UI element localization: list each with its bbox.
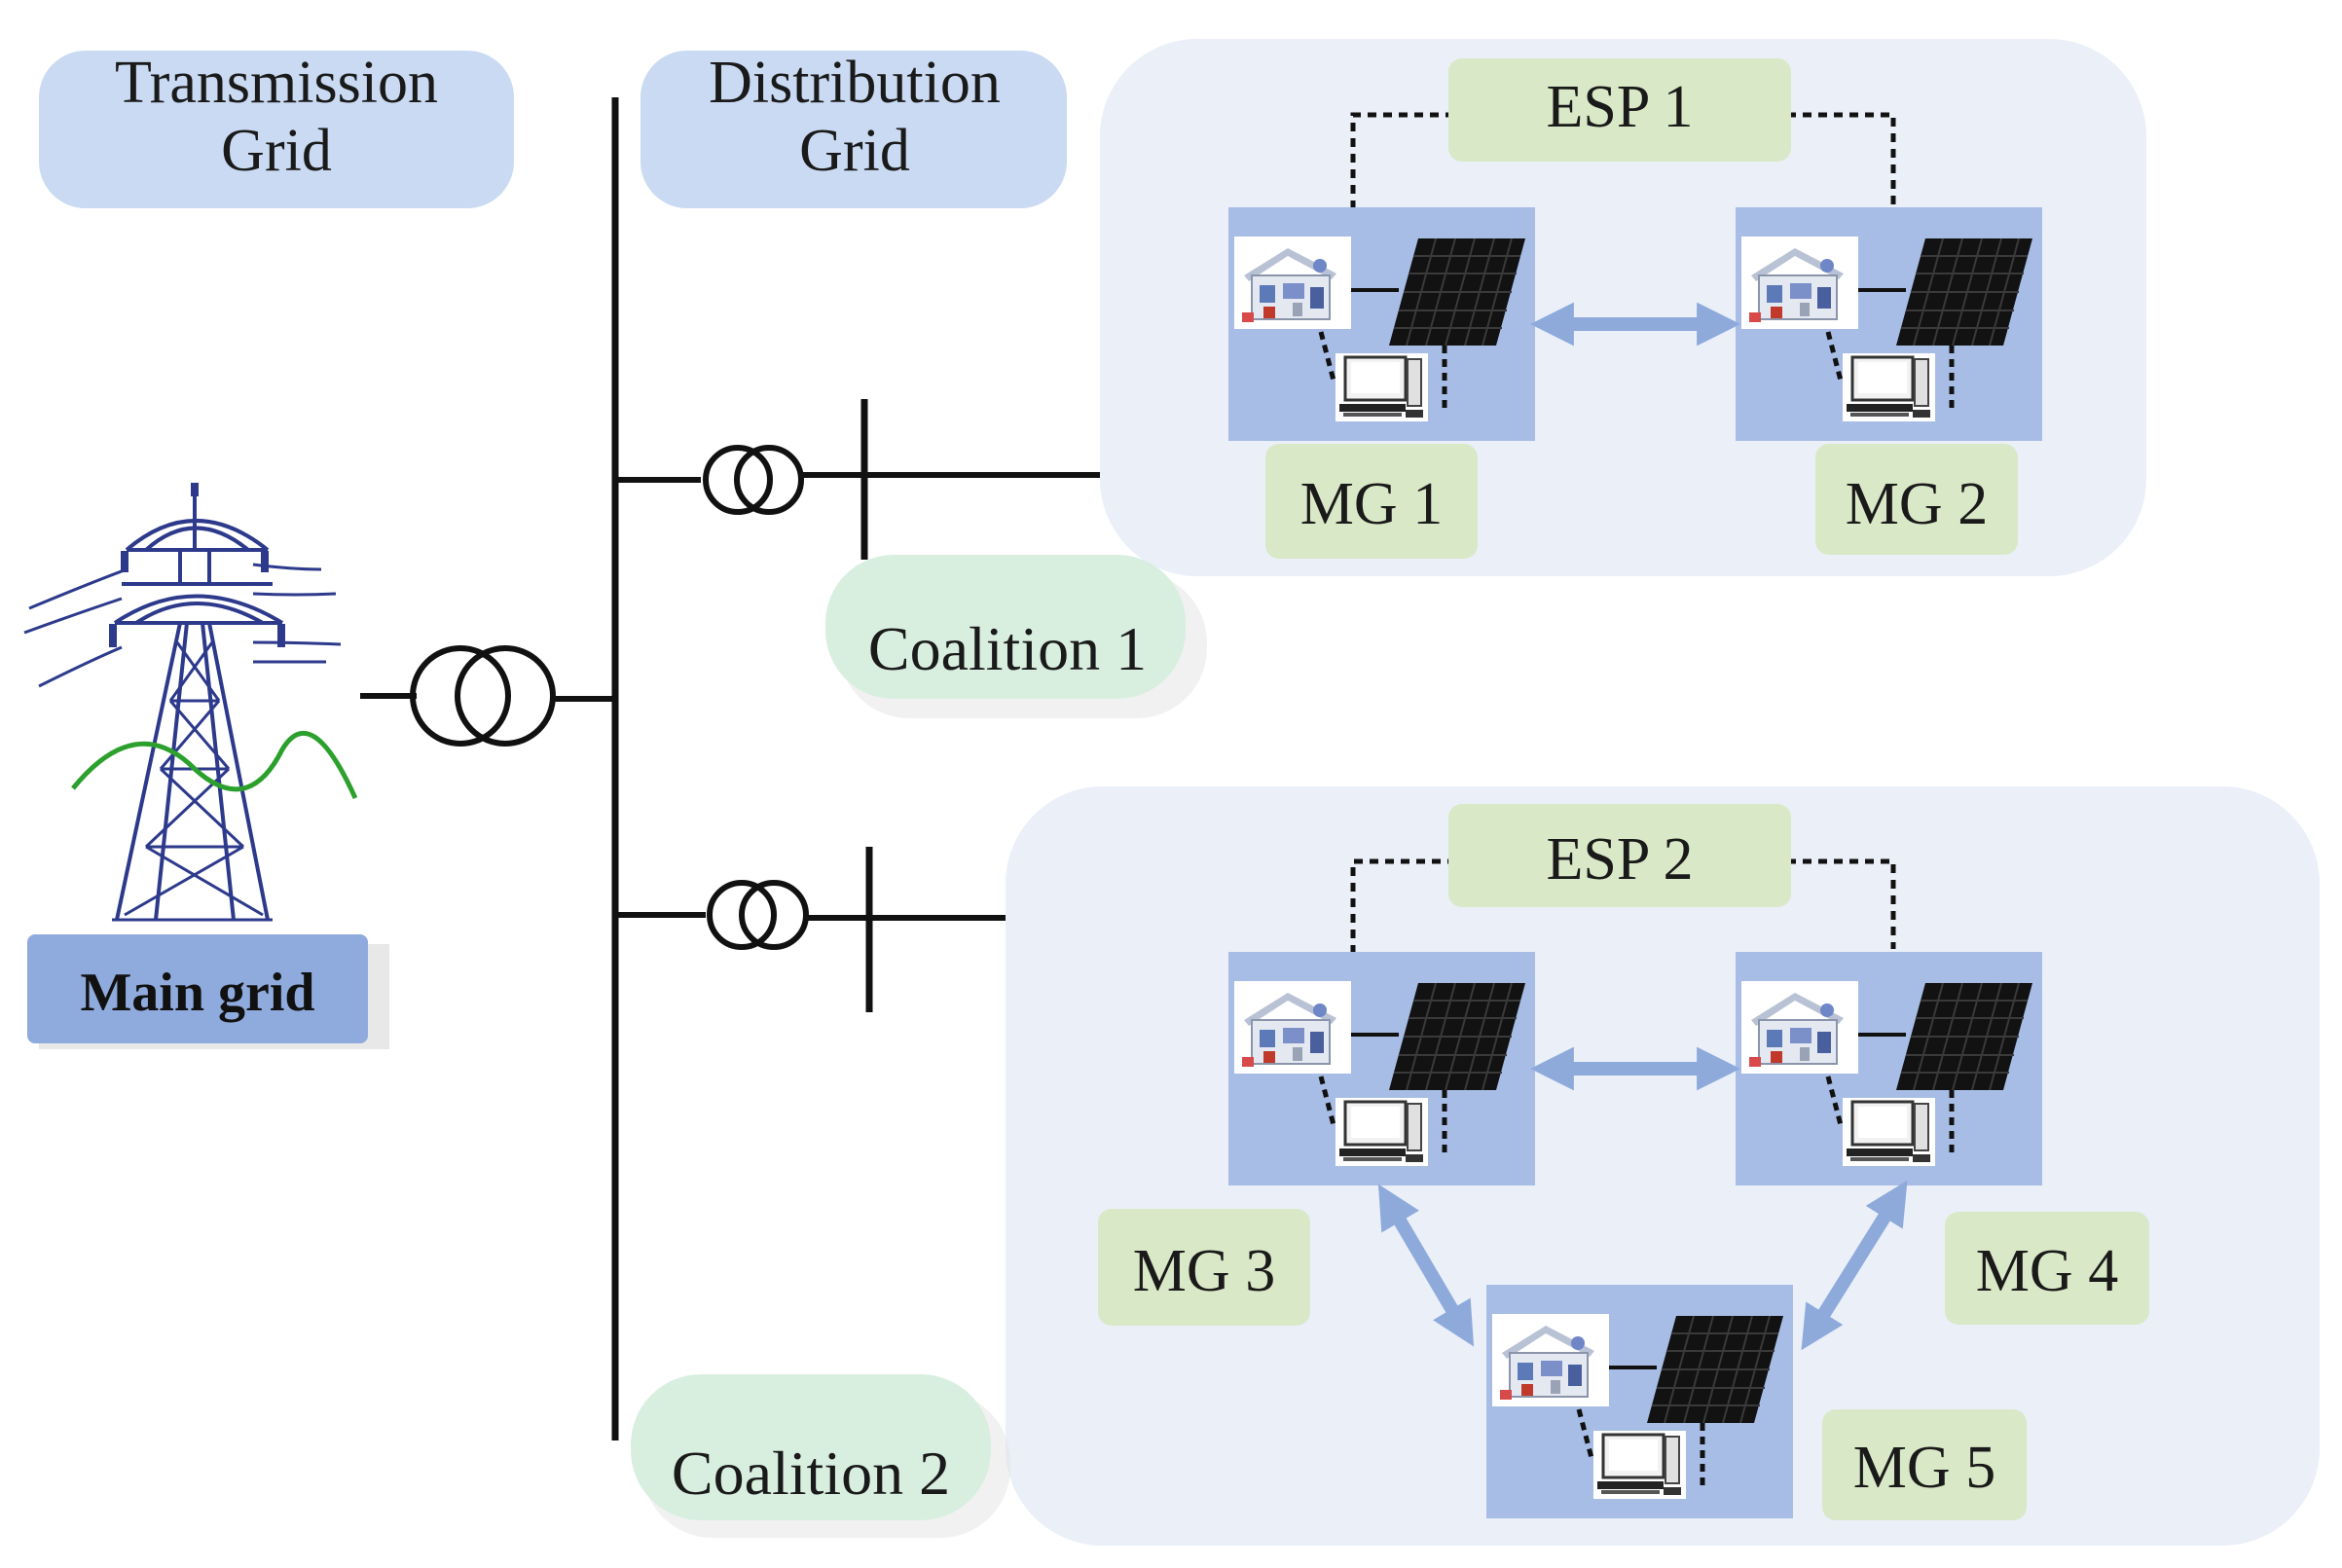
esp2-box: ESP 2 bbox=[1448, 804, 1791, 907]
coalition2-tag: Coalition 2 bbox=[631, 1374, 1010, 1538]
esp1-label: ESP 1 bbox=[1546, 74, 1693, 140]
distribution-label-line2: Grid bbox=[799, 118, 910, 184]
transmission-label-line2: Grid bbox=[221, 118, 332, 184]
transformer-icon bbox=[703, 445, 773, 515]
mg5-unit bbox=[1486, 1285, 1793, 1518]
mg2-unit bbox=[1736, 207, 2042, 441]
mg1-unit bbox=[1228, 207, 1535, 441]
transmission-grid-label: Transmission Grid bbox=[39, 50, 514, 208]
transformer-icon bbox=[707, 880, 777, 950]
mg1-label: MG 1 bbox=[1300, 471, 1443, 537]
coalition2-label: Coalition 2 bbox=[672, 1439, 950, 1508]
mg4-label: MG 4 bbox=[1976, 1238, 2118, 1304]
mg4-unit bbox=[1736, 952, 2042, 1185]
mg3-label: MG 3 bbox=[1133, 1238, 1275, 1304]
mg3-unit bbox=[1228, 952, 1535, 1185]
esp2-label: ESP 2 bbox=[1546, 826, 1693, 893]
mg4-label-box: MG 4 bbox=[1945, 1212, 2149, 1325]
mg3-label-box: MG 3 bbox=[1098, 1209, 1310, 1326]
esp1-box: ESP 1 bbox=[1448, 58, 1791, 162]
coalition1-feeder bbox=[615, 399, 1105, 560]
coalition1-tag: Coalition 1 bbox=[825, 555, 1207, 718]
mg2-label: MG 2 bbox=[1846, 471, 1988, 537]
mg1-label-box: MG 1 bbox=[1265, 444, 1478, 559]
mg5-label-box: MG 5 bbox=[1822, 1409, 2027, 1520]
mg3-mg5-arrow bbox=[1377, 1184, 1475, 1347]
main-connection bbox=[360, 97, 619, 1440]
distribution-label-line1: Distribution bbox=[709, 50, 1001, 116]
mg2-label-box: MG 2 bbox=[1815, 444, 2018, 555]
coalition1-label: Coalition 1 bbox=[868, 614, 1147, 683]
coalition2-region: ESP 2 MG 3 MG 4 MG 5 bbox=[1006, 786, 2320, 1546]
distribution-grid-label: Distribution Grid bbox=[640, 50, 1067, 208]
coalition1-region: ESP 1 MG 1 MG 2 bbox=[1100, 39, 2146, 576]
main-grid-label: Main grid bbox=[80, 963, 314, 1023]
mg4-mg5-arrow bbox=[1801, 1180, 1908, 1351]
mg5-label: MG 5 bbox=[1853, 1435, 1995, 1501]
main-transformer-icon bbox=[413, 648, 553, 744]
main-grid-box: Main grid bbox=[27, 934, 389, 1049]
coalition2-feeder bbox=[615, 847, 1007, 1012]
transmission-tower-icon bbox=[23, 483, 358, 922]
transmission-label-line1: Transmission bbox=[115, 50, 438, 116]
